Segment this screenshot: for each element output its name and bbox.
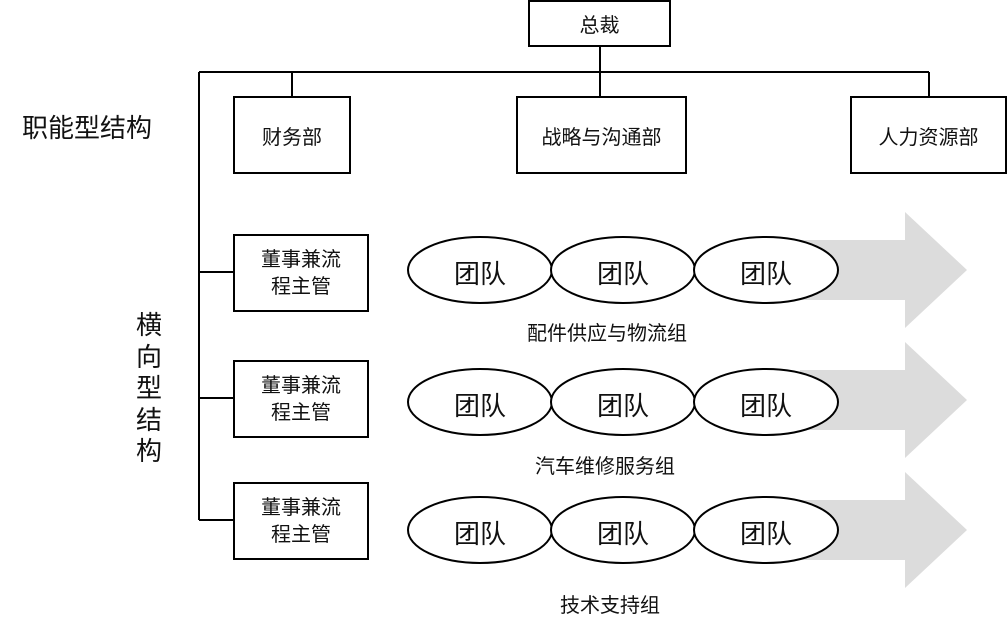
team-label: 团队 <box>453 392 506 422</box>
dept-label: 人力资源部 <box>878 124 979 149</box>
team-label: 团队 <box>739 260 792 290</box>
dept-label: 战略与沟通部 <box>541 124 662 149</box>
manager-line: 董事兼流 <box>261 495 341 519</box>
manager-line: 董事兼流 <box>261 247 341 271</box>
team-label: 团队 <box>453 260 506 290</box>
team-label: 团队 <box>596 260 649 290</box>
dept-box-strategy: 战略与沟通部 <box>516 96 687 174</box>
process-arrow-1 <box>800 212 967 328</box>
manager-line: 程主管 <box>271 522 331 546</box>
team-ellipse <box>693 236 839 304</box>
process-manager-box-1: 董事兼流 程主管 <box>233 234 369 312</box>
team-label: 团队 <box>739 392 792 422</box>
manager-line: 董事兼流 <box>261 373 341 397</box>
group-name-tech-support: 技术支持组 <box>560 593 660 617</box>
team-label: 团队 <box>596 520 649 550</box>
manager-line: 程主管 <box>271 400 331 424</box>
functional-structure-label: 职能型结构 <box>22 114 153 144</box>
team-label: 团队 <box>739 520 792 550</box>
team-ellipse <box>693 368 839 436</box>
dept-box-finance: 财务部 <box>233 96 351 174</box>
process-arrow-3 <box>800 472 967 588</box>
manager-line: 程主管 <box>271 274 331 298</box>
horizontal-structure-label: 横向型结构 <box>135 311 162 467</box>
process-manager-box-2: 董事兼流 程主管 <box>233 360 369 438</box>
ceo-label: 总裁 <box>579 13 620 37</box>
team-label: 团队 <box>453 520 506 550</box>
group-name-parts-logistics: 配件供应与物流组 <box>527 321 687 345</box>
team-ellipse <box>693 496 839 564</box>
group-name-auto-repair: 汽车维修服务组 <box>535 454 675 478</box>
process-arrow-2 <box>800 342 967 458</box>
dept-box-hr: 人力资源部 <box>850 96 1007 174</box>
dept-label: 财务部 <box>262 124 322 149</box>
process-manager-box-3: 董事兼流 程主管 <box>233 482 369 560</box>
team-label: 团队 <box>596 392 649 422</box>
ceo-box: 总裁 <box>528 0 671 47</box>
